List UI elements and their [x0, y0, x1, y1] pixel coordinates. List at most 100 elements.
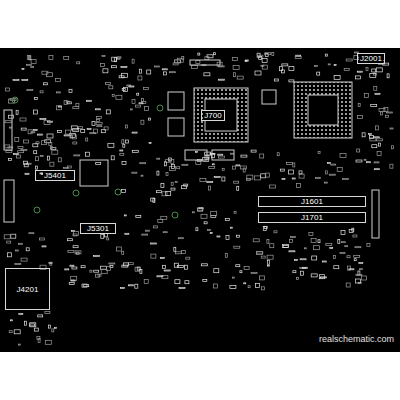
smd-component: [147, 70, 151, 74]
smd-component: [21, 258, 27, 261]
smd-component: [100, 64, 104, 67]
smd-component: [142, 234, 148, 235]
smd-component: [293, 163, 295, 167]
smd-component: [375, 93, 380, 94]
smd-component: [294, 259, 297, 260]
smd-component: [42, 246, 46, 247]
smd-component: [48, 156, 50, 160]
smd-component: [175, 280, 180, 284]
smd-component: [233, 73, 235, 77]
smd-component: [163, 232, 167, 233]
mount-hole: [157, 105, 163, 111]
smd-component: [374, 162, 379, 163]
smd-component: [225, 253, 227, 257]
smd-component: [45, 340, 51, 344]
smd-component: [262, 65, 267, 69]
part-label: J5401: [43, 171, 67, 180]
smd-component: [263, 227, 266, 231]
smd-component: [30, 324, 35, 326]
smd-component: [140, 69, 142, 73]
smd-component: [357, 71, 362, 72]
smd-component: [161, 216, 167, 219]
smd-component: [370, 73, 376, 77]
smd-component: [192, 212, 194, 213]
smd-component: [160, 258, 164, 259]
smd-component: [247, 179, 251, 181]
edge-connector: [4, 110, 12, 150]
smd-component: [153, 198, 155, 202]
smd-component: [9, 331, 12, 333]
smd-component: [74, 155, 80, 156]
smd-component: [177, 265, 183, 267]
smd-component: [101, 270, 107, 274]
smd-component: [40, 155, 43, 156]
smd-component: [132, 150, 138, 152]
smd-component: [132, 132, 137, 133]
smd-component: [52, 329, 54, 332]
smd-component: [185, 281, 189, 284]
smd-component: [315, 178, 320, 179]
smd-component: [103, 69, 108, 73]
smd-component: [123, 144, 125, 147]
smd-component: [63, 167, 68, 168]
smd-component: [379, 109, 385, 112]
smd-component: [116, 95, 122, 99]
smd-component: [186, 257, 190, 259]
smd-component: [322, 261, 326, 262]
smd-component: [222, 177, 225, 181]
smd-component: [353, 235, 357, 237]
smd-component: [334, 76, 340, 80]
smd-component: [264, 227, 267, 229]
smd-component: [292, 178, 295, 179]
memory-chip: [212, 150, 234, 160]
smd-component: [205, 152, 211, 155]
smd-component: [125, 125, 127, 128]
smd-component: [47, 73, 53, 77]
smd-component: [86, 152, 90, 156]
smd-component: [31, 132, 35, 133]
smd-component: [15, 264, 21, 265]
smd-component: [132, 59, 134, 63]
smd-component: [136, 215, 141, 217]
smd-component: [135, 105, 140, 107]
smd-component: [237, 186, 239, 190]
smd-component: [101, 130, 105, 133]
smd-component: [11, 234, 16, 238]
smd-component: [333, 256, 335, 259]
smd-component: [210, 233, 212, 234]
smd-component: [177, 167, 180, 169]
smd-component: [181, 251, 185, 254]
smd-component: [340, 154, 346, 158]
smd-component: [318, 240, 320, 243]
smd-component: [371, 105, 377, 107]
smd-component: [212, 164, 214, 165]
smd-component: [13, 80, 19, 81]
smd-component: [14, 330, 20, 334]
smd-component: [33, 130, 37, 131]
smd-component: [90, 270, 92, 272]
smd-component: [226, 236, 229, 240]
smd-component: [259, 276, 264, 280]
smd-component: [79, 127, 83, 129]
smd-component: [26, 64, 31, 65]
smd-component: [282, 70, 285, 73]
smd-component: [372, 69, 376, 72]
smd-component: [38, 315, 43, 317]
smd-component: [69, 89, 72, 92]
smd-component: [283, 245, 288, 247]
smd-component: [237, 76, 243, 79]
smd-component: [338, 240, 340, 244]
smd-component: [122, 89, 125, 91]
smd-component: [293, 271, 296, 273]
smd-component: [141, 120, 144, 124]
smd-component: [27, 90, 33, 91]
smd-component: [356, 76, 361, 79]
smd-component: [299, 171, 302, 174]
smd-component: [151, 243, 157, 244]
smd-component: [303, 267, 308, 268]
smd-component: [203, 280, 207, 282]
smd-component: [386, 115, 389, 117]
smd-component: [73, 128, 79, 131]
smd-component: [122, 162, 126, 165]
smd-component: [64, 56, 69, 59]
